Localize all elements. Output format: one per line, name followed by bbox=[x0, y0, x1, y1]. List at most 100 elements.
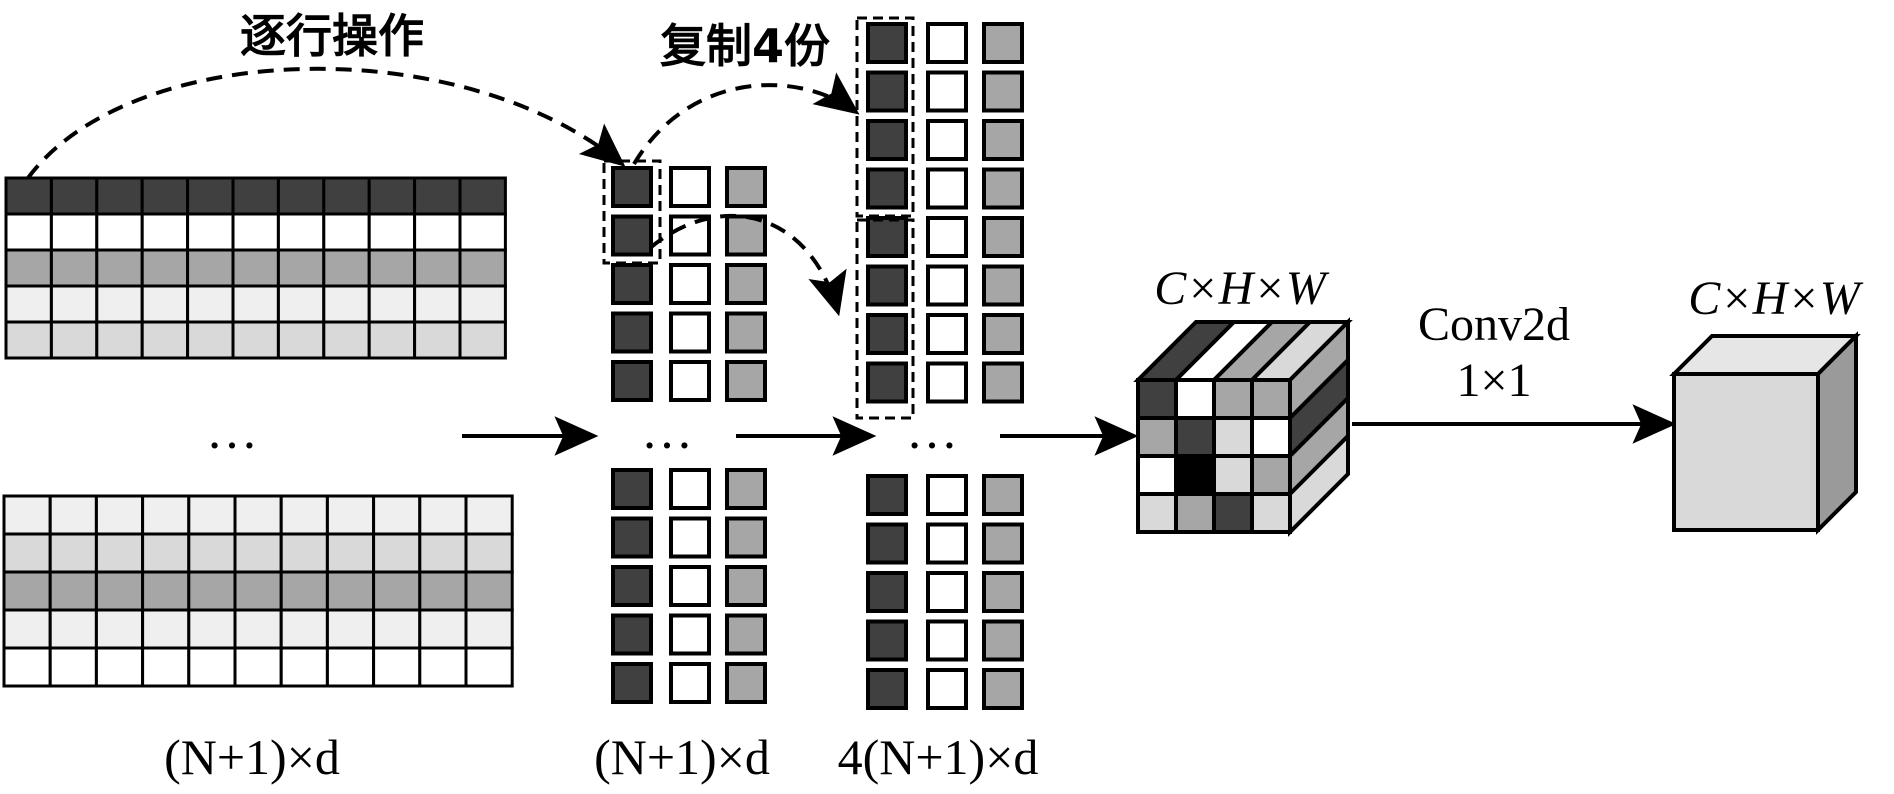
matrix-cell bbox=[95, 176, 144, 216]
stack-cell bbox=[926, 571, 968, 613]
matrix-cell bbox=[413, 176, 462, 216]
matrix-cell bbox=[322, 284, 371, 324]
matrix-cell bbox=[233, 608, 283, 650]
matrix-cell bbox=[276, 212, 326, 252]
matrix-cell bbox=[233, 570, 283, 612]
stack-cell bbox=[866, 313, 908, 355]
matrix-cell bbox=[233, 494, 283, 536]
matrix-cell bbox=[4, 320, 53, 360]
matrix-cell bbox=[279, 532, 329, 574]
matrix-cell bbox=[2, 646, 52, 688]
stack-cell bbox=[725, 263, 767, 305]
matrix-cell bbox=[231, 284, 280, 324]
copied-stack-dim-label: 4(N+1)×d bbox=[838, 729, 1039, 785]
stack-cell bbox=[866, 264, 908, 307]
stack-cell bbox=[611, 360, 653, 402]
matrix-cell bbox=[186, 284, 235, 324]
stack-cell bbox=[982, 522, 1024, 565]
stack-cell bbox=[669, 311, 711, 354]
matrix-cell bbox=[276, 248, 326, 288]
matrix-cell bbox=[95, 284, 144, 324]
matrix-cell bbox=[413, 320, 462, 360]
matrix-cell bbox=[418, 570, 468, 612]
stack-cell bbox=[866, 361, 908, 404]
output-tensor-dim-label: C×H×W bbox=[1688, 272, 1863, 325]
matrix-cell bbox=[458, 212, 507, 252]
cube-front-cell bbox=[1250, 454, 1292, 496]
stack-cell bbox=[669, 613, 711, 656]
matrix-cell bbox=[140, 320, 190, 360]
stack-cell bbox=[725, 468, 767, 510]
stack-cell bbox=[611, 311, 653, 354]
stack-cell bbox=[725, 360, 767, 402]
input-matrix-ellipsis: … bbox=[206, 403, 258, 460]
row-op-annotation: 逐行操作 bbox=[240, 9, 424, 63]
matrix-cell bbox=[413, 284, 462, 324]
stack-cell bbox=[611, 214, 653, 257]
matrix-cell bbox=[325, 494, 376, 536]
matrix-cell bbox=[367, 176, 417, 216]
matrix-cell bbox=[187, 532, 237, 574]
stack-cell bbox=[926, 167, 968, 210]
matrix-cell bbox=[418, 532, 468, 574]
matrix-cell bbox=[48, 608, 98, 650]
stack-cell bbox=[669, 166, 711, 208]
matrix-cell bbox=[418, 608, 468, 650]
stack-cell bbox=[669, 565, 711, 607]
matrix-cell bbox=[187, 608, 237, 650]
stack-cell bbox=[669, 214, 711, 257]
cube-front-cell bbox=[1212, 492, 1254, 534]
matrix-cell bbox=[140, 176, 190, 216]
stack-cell bbox=[725, 613, 767, 656]
matrix-cell bbox=[233, 532, 283, 574]
matrix-cell bbox=[231, 320, 280, 360]
stack-cell bbox=[982, 119, 1024, 161]
cube-front-cell bbox=[1136, 378, 1178, 420]
row-selection-box bbox=[602, 159, 662, 265]
cube-front-cell bbox=[1212, 416, 1254, 458]
matrix-cell bbox=[49, 248, 99, 288]
matrix-cell bbox=[49, 212, 99, 252]
cube-front-cell bbox=[1136, 416, 1178, 458]
matrix-cell bbox=[186, 320, 235, 360]
matrix-cell bbox=[231, 176, 280, 216]
stack-cell bbox=[866, 619, 908, 662]
feature-tensor-cube bbox=[1133, 317, 1353, 537]
matrix-cell bbox=[4, 284, 53, 324]
stack-cell bbox=[725, 565, 767, 607]
stack-cell bbox=[982, 216, 1024, 258]
matrix-cell bbox=[458, 176, 507, 216]
matrix-cell bbox=[48, 570, 98, 612]
feature-tensor-dim-label: C×H×W bbox=[1154, 262, 1329, 315]
stack-cell bbox=[611, 613, 653, 656]
stack-cell bbox=[866, 70, 908, 113]
stack-cell bbox=[725, 166, 767, 208]
stack-cell bbox=[982, 167, 1024, 210]
matrix-cell bbox=[95, 212, 144, 252]
cube-front-cell bbox=[1174, 416, 1216, 458]
matrix-cell bbox=[279, 570, 329, 612]
matrix-cell bbox=[372, 608, 422, 650]
matrix-cell bbox=[186, 176, 235, 216]
matrix-cell bbox=[231, 212, 280, 252]
matrix-cell bbox=[322, 320, 371, 360]
cube-front-cell bbox=[1174, 454, 1216, 496]
matrix-cell bbox=[367, 284, 417, 324]
column-stack-dim-label: (N+1)×d bbox=[594, 729, 770, 785]
conv-layer-name: Conv2d bbox=[1418, 298, 1570, 351]
copied-stack-ellipsis: … bbox=[906, 403, 958, 460]
matrix-cell bbox=[233, 646, 283, 688]
input-matrix-dim-label: (N+1)×d bbox=[164, 729, 340, 785]
matrix-cell bbox=[2, 608, 52, 650]
matrix-cell bbox=[187, 646, 237, 688]
stack-cell bbox=[866, 522, 908, 565]
column-stack-bottom bbox=[611, 468, 767, 704]
stack-cell bbox=[725, 311, 767, 354]
matrix-cell bbox=[464, 608, 514, 650]
matrix-cell bbox=[2, 494, 52, 536]
cube-front-cell bbox=[1250, 416, 1292, 458]
stack-cell bbox=[926, 522, 968, 565]
copy-group-box-2 bbox=[855, 218, 915, 420]
stack-cell bbox=[611, 565, 653, 607]
stack-cell bbox=[926, 216, 968, 258]
